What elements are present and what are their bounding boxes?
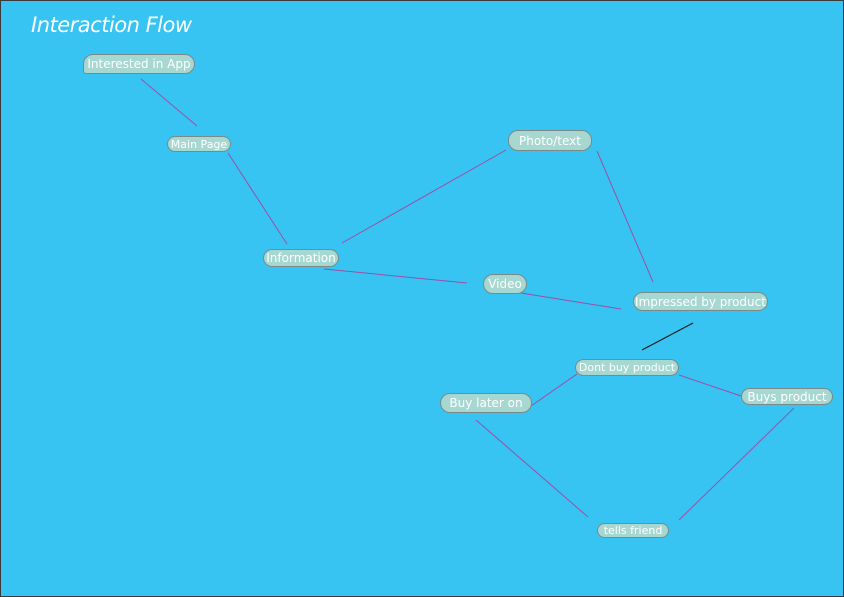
edge-impressed-dont-buy: [641, 322, 694, 351]
node-label: Video: [488, 277, 522, 291]
edge-dont-buy-buy-later: [530, 373, 578, 407]
edge-main-page-information: [227, 152, 288, 245]
edge-photo-text-impressed: [596, 150, 654, 283]
node-dont-buy-product[interactable]: Dont buy product: [575, 359, 679, 376]
node-video[interactable]: Video: [483, 274, 527, 294]
node-label: Photo/text: [519, 133, 581, 148]
diagram-title: Interaction Flow: [31, 13, 192, 37]
edge-buys-tells-friend: [678, 407, 795, 521]
edge-buy-later-tells-friend: [475, 419, 589, 518]
edge-dont-buy-buys: [678, 374, 742, 397]
node-buy-later-on[interactable]: Buy later on: [440, 393, 532, 413]
edge-video-impressed: [520, 292, 622, 310]
node-buys-product[interactable]: Buys product: [741, 388, 833, 405]
edge-information-photo-text: [341, 149, 507, 244]
node-label: Buys product: [747, 389, 827, 404]
node-tells-friend[interactable]: tells friend: [597, 523, 669, 538]
node-label: Interested in App: [87, 57, 191, 71]
node-label: Information: [266, 251, 336, 265]
node-photo-text[interactable]: Photo/text: [508, 130, 592, 151]
node-label: tells friend: [603, 524, 663, 537]
node-label: Impressed by product: [635, 294, 766, 309]
node-label: Buy later on: [449, 396, 523, 410]
node-information[interactable]: Information: [263, 249, 339, 267]
node-impressed-by-product[interactable]: Impressed by product: [633, 292, 768, 311]
node-label: Dont buy product: [578, 361, 676, 374]
edge-information-video: [323, 268, 468, 284]
edge-interested-main-page: [140, 78, 198, 127]
node-label: Main Page: [170, 137, 228, 151]
node-interested-in-app[interactable]: Interested in App: [83, 54, 195, 74]
node-main-page[interactable]: Main Page: [167, 136, 231, 152]
